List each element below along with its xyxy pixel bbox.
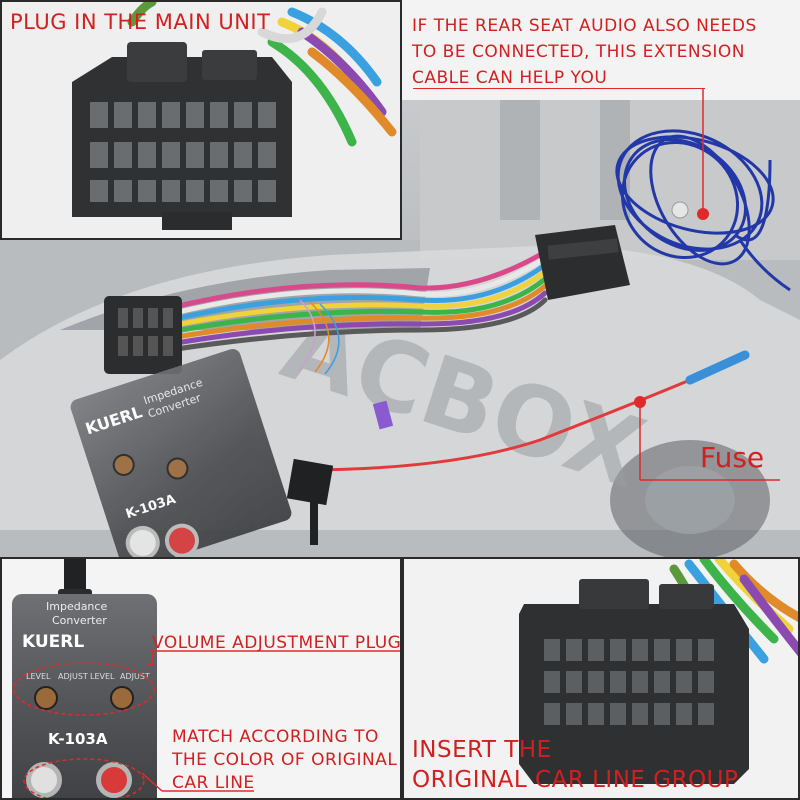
rca-red-jack — [96, 762, 132, 798]
label-rear-seat-line3: CABLE CAN HELP YOU — [412, 68, 608, 88]
panel-converter-detail: Impedance Converter KUERL LEVEL ADJUST L… — [0, 557, 402, 800]
device-title-line2: Converter — [52, 614, 107, 627]
panel-rear-seat-text: IF THE REAR SEAT AUDIO ALSO NEEDS TO BE … — [402, 0, 800, 100]
device-model-mid: K-103A — [124, 492, 178, 523]
rca-white-jack — [26, 762, 62, 798]
label-rear-seat-line1: IF THE REAR SEAT AUDIO ALSO NEEDS — [412, 16, 757, 36]
panel-original-car-line: INSERT THE ORIGINAL CAR LINE GROUP — [402, 557, 800, 800]
original-connector-image — [519, 559, 798, 784]
knob-right-mid[interactable] — [163, 454, 192, 483]
panel-main-unit-plug: PLUG IN THE MAIN UNIT — [0, 0, 402, 240]
device-model: K-103A — [48, 730, 108, 748]
label-fuse: Fuse — [700, 441, 765, 474]
label-match-line1: MATCH ACCORDING TO — [172, 727, 379, 747]
knob-label-adjust-right: ADJUST — [120, 672, 150, 681]
label-plug-main-unit: PLUG IN THE MAIN UNIT — [10, 10, 271, 34]
main-unit-connector-image — [72, 2, 397, 230]
label-match-line3: CAR LINE — [172, 773, 255, 793]
knob-label-adjust-left: ADJUST — [58, 672, 88, 681]
device-title-line1: Impedance — [46, 600, 108, 613]
label-match-line2: THE COLOR OF ORIGINAL — [172, 750, 398, 770]
device-brand-mid: KUERL — [82, 402, 145, 439]
volume-knob-right[interactable] — [110, 686, 134, 710]
label-rear-seat-line2: TO BE CONNECTED, THIS EXTENSION — [412, 42, 746, 62]
converter-device-detail: Impedance Converter KUERL LEVEL ADJUST L… — [12, 594, 157, 798]
knob-label-level-right: LEVEL — [90, 672, 115, 681]
knob-left-mid[interactable] — [109, 451, 138, 479]
label-volume-plug: VOLUME ADJUSTMENT PLUG — [152, 633, 402, 653]
volume-knob-left[interactable] — [34, 686, 58, 710]
knob-label-level-left: LEVEL — [26, 672, 51, 681]
device-brand: KUERL — [22, 632, 85, 652]
label-insert-line1: INSERT THE — [412, 737, 552, 763]
underline-rear-seat — [413, 88, 705, 89]
label-insert-line2: ORIGINAL CAR LINE GROUP — [412, 767, 739, 793]
